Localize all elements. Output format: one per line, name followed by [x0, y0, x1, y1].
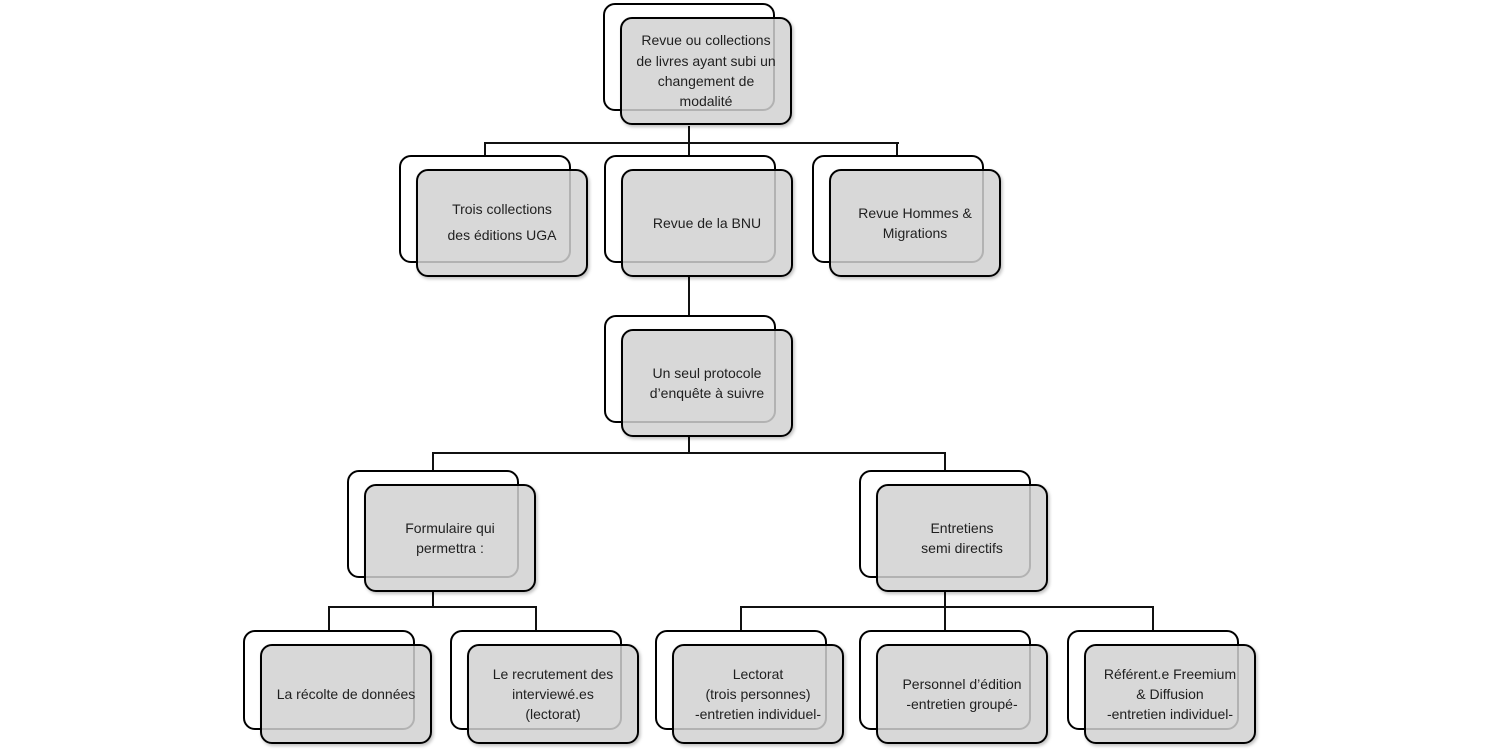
node-front-card: Un seul protocole d’enquête à suivre: [621, 329, 793, 437]
connector-stub-referent: [1152, 606, 1154, 632]
connector-level2-hbar: [484, 142, 899, 144]
connector-level5-right-hbar: [740, 606, 1154, 608]
node-root: Revue ou collections de livres ayant sub…: [603, 3, 792, 125]
connector-formulaire-down: [432, 592, 434, 608]
node-front-card: La récolte de données: [260, 644, 432, 744]
connector-stub-recrutement: [535, 606, 537, 632]
node-label: Trois collections des éditions UGA: [447, 201, 557, 243]
node-front-card: Revue ou collections de livres ayant sub…: [620, 17, 792, 125]
node-label: Revue Hommes & Migrations: [858, 204, 972, 241]
node-label: La récolte de données: [276, 685, 416, 702]
connector-stub-formulaire: [432, 452, 434, 472]
node-label: Personnel d’édition -entretien groupé-: [902, 675, 1022, 712]
node-label: Un seul protocole d’enquête à suivre: [649, 364, 765, 401]
node-label: Revue ou collections de livres ayant sub…: [636, 32, 776, 110]
node-front-card: Formulaire qui permettra :: [364, 484, 536, 592]
connector-stub-hommes: [896, 142, 898, 158]
node-front-card: Personnel d’édition -entretien groupé-: [876, 644, 1048, 744]
node-label: Lectorat (trois personnes) -entretien in…: [694, 665, 822, 723]
node-label: Entretiens semi directifs: [921, 519, 1003, 556]
connector-stub-uga: [484, 142, 486, 158]
connector-protocole-down: [688, 437, 690, 454]
connector-level4-hbar: [432, 452, 946, 454]
node-front-card: Revue de la BNU: [621, 169, 793, 277]
node-front-card: Trois collections des éditions UGA: [416, 169, 588, 277]
connector-entretiens-down: [944, 592, 946, 608]
node-revue-bnu: Revue de la BNU: [604, 155, 793, 277]
node-lectorat: Lectorat (trois personnes) -entretien in…: [655, 630, 844, 744]
node-label: Revue de la BNU: [652, 214, 762, 231]
node-entretiens-semi-directifs: Entretiens semi directifs: [859, 470, 1048, 592]
node-front-card: Référent.e Freemium & Diffusion -entreti…: [1084, 644, 1256, 744]
node-front-card: Entretiens semi directifs: [876, 484, 1048, 592]
connector-stub-bnu: [688, 142, 690, 158]
node-referent-freemium-diffusion: Référent.e Freemium & Diffusion -entreti…: [1067, 630, 1256, 744]
node-protocole-enquete: Un seul protocole d’enquête à suivre: [604, 315, 793, 437]
connector-root-down: [688, 126, 690, 143]
node-revue-hommes-migrations: Revue Hommes & Migrations: [812, 155, 1001, 277]
node-label: Le recrutement des interviewé.es (lector…: [492, 665, 614, 723]
node-label: Référent.e Freemium & Diffusion -entreti…: [1103, 665, 1237, 723]
connector-stub-entretiens: [944, 452, 946, 472]
node-front-card: Revue Hommes & Migrations: [829, 169, 1001, 277]
node-recrutement-interviewes: Le recrutement des interviewé.es (lector…: [450, 630, 639, 744]
node-trois-collections-uga: Trois collections des éditions UGA: [399, 155, 588, 277]
connector-stub-lectorat: [740, 606, 742, 632]
node-front-card: Lectorat (trois personnes) -entretien in…: [672, 644, 844, 744]
connector-stub-recolte: [328, 606, 330, 632]
connector-bnu-protocole: [688, 277, 690, 317]
node-recolte-donnees: La récolte de données: [243, 630, 432, 744]
connector-stub-personnel: [944, 606, 946, 632]
node-personnel-edition: Personnel d’édition -entretien groupé-: [859, 630, 1048, 744]
node-label: Formulaire qui permettra :: [405, 519, 495, 556]
connector-level5-left-hbar: [328, 606, 537, 608]
node-front-card: Le recrutement des interviewé.es (lector…: [467, 644, 639, 744]
node-formulaire: Formulaire qui permettra :: [347, 470, 536, 592]
